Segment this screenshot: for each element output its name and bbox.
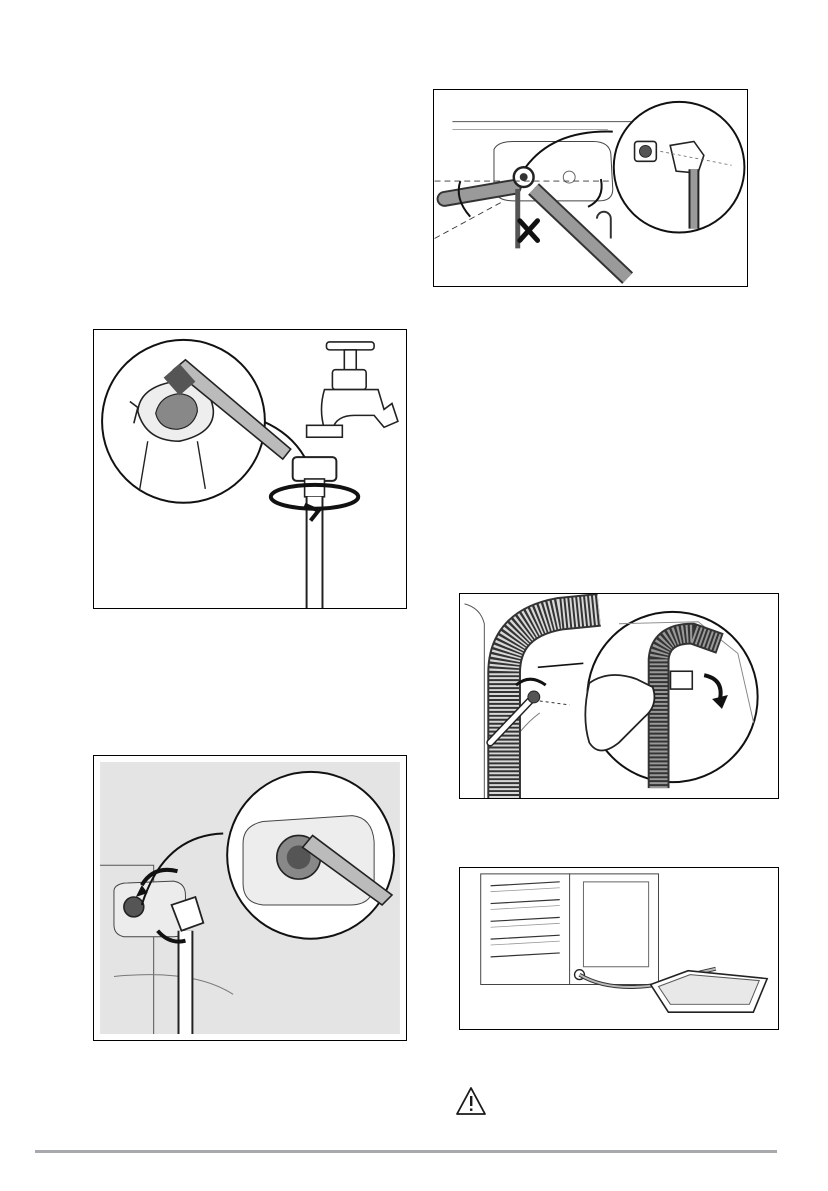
footer-rule — [35, 1150, 777, 1153]
valve-filter-cleaning-illustration — [93, 755, 407, 1041]
emergency-drain-icon — [460, 868, 778, 1029]
drain-hose-removal-icon — [460, 594, 778, 798]
tap-filter-cleaning-illustration — [93, 329, 407, 609]
drain-hose-removal-illustration — [459, 593, 779, 799]
warning-triangle-icon — [455, 1086, 487, 1116]
tap-filter-cleaning-icon — [94, 330, 406, 608]
emergency-drain-illustration — [459, 867, 779, 1030]
valve-filter-cleaning-icon — [94, 756, 406, 1040]
inlet-hose-connection-icon — [434, 90, 747, 286]
inlet-hose-connection-illustration — [433, 89, 748, 287]
